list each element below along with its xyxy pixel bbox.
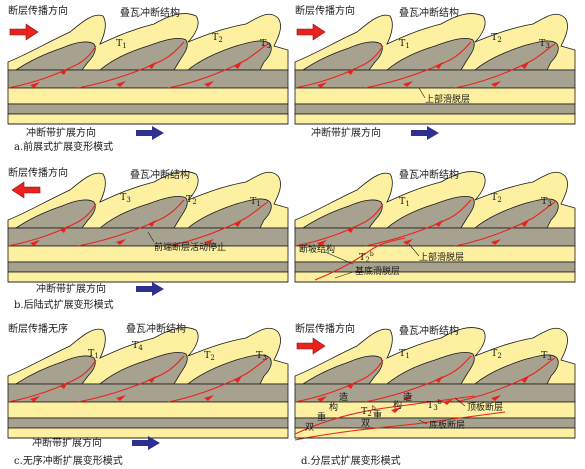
panel-upper-thrust-t1: T1 [399,38,410,50]
panel-a-thrust-t3: T3 [260,38,271,50]
panel-b-propagation-label: 断层传播方向 [8,166,68,179]
panel-upper-detachment: 断层传播方向 叠瓦冲断结构 T1 T2 T3 上部滑脱层 冲断带扩展方向 [294,4,576,140]
panel-a-thrust-t2: T2 [212,32,223,44]
panel-d-thrust-t3: T3 [541,350,552,362]
panel-upper-detachment-label: 上部滑脱层 [425,93,470,105]
panel-c-caption: c.无序冲断扩展变形模式 [14,454,123,467]
panel-a-thrust-t1: T1 [116,38,127,50]
panel-ramp-thrust-t1: T1 [399,196,410,208]
panel-ramp-structure-label: 叠瓦冲断结构 [399,168,459,181]
panel-ramp-thrust-t2: T2 [491,192,502,204]
panel-upper-extension-label: 冲断带扩展方向 [311,126,381,139]
left-arrow-red-icon [11,181,41,199]
panel-upper-sheets [294,13,576,71]
panel-b-annotation: 前端断层活动停止 [154,241,226,253]
panel-d-thrust-t2b: T2b [361,405,376,418]
panel-b-layers [7,227,289,283]
panel-c-sheets [7,327,289,385]
panel-d-thrust-t1: T1 [399,348,410,360]
panel-b-structure-label: 叠瓦冲断结构 [130,168,190,181]
panel-a-structure-label: 叠瓦冲断结构 [120,6,180,19]
panel-c-propagation-label: 断层传播无序 [8,322,68,335]
panel-c: 断层传播无序 叠瓦冲断结构 T1 T4 T2 T3 冲断带扩展方向 c.无序冲断… [7,322,289,467]
panel-d-roof-label: 顶板断层 [467,401,503,413]
panel-b-extension-label: 冲断带扩展方向 [36,282,106,295]
right-arrow-red-icon [9,23,39,41]
panel-d-duplex-char: 重 [317,411,326,423]
panel-c-thrust-t4: T4 [132,340,143,352]
panel-c-structure-label: 叠瓦冲断结构 [126,322,186,335]
panel-d-duplex-char: 双 [361,418,370,429]
panel-ramp-upper-detachment: 上部滑脱层 [419,251,464,263]
right-arrow-red-icon [296,337,326,355]
panel-d: 断层传播方向 叠瓦冲断结构 T1 T2 T3 T2b T3b 双 重 构 造 双… [294,322,576,467]
panel-ramp-basal-detachment: 基底滑脱层 [355,265,400,277]
panel-a-layers [7,69,289,125]
panel-d-duplex-char: 构 [329,401,338,413]
panel-c-extension-label: 冲断带扩展方向 [32,436,102,449]
panel-b-caption: b.后陆式扩展变形模式 [14,298,114,311]
panel-a-extension-label: 冲断带扩展方向 [26,126,96,139]
right-arrow-blue-icon [136,126,164,140]
panel-d-thrust-t2: T2 [491,348,502,360]
panel-b-thrust-t3: T3 [120,192,131,204]
panel-d-duplex-char: 双 [305,422,314,433]
panel-d-duplex-char: 构 [393,399,402,411]
right-arrow-blue-icon [411,126,439,140]
panel-c-thrust-t2: T2 [204,350,215,362]
panel-a-caption: a.前展式扩展变形模式 [14,140,113,153]
panel-d-duplex-char: 造 [339,391,348,403]
panel-ramp: 叠瓦冲断结构 T1 T2 T3 T2b 断坡结构 上部滑脱层 基底滑脱层 [294,168,576,283]
panel-a-sheets [7,13,289,71]
panel-d-propagation-label: 断层传播方向 [295,322,355,335]
panel-c-layers [7,383,289,439]
panel-ramp-thrust-t2b: T2b [359,251,374,264]
panel-c-thrust-t3: T3 [256,350,267,362]
panel-c-thrust-t1: T1 [88,348,99,360]
panel-upper-thrust-t2: T2 [491,32,502,44]
panel-d-structure-label: 叠瓦冲断结构 [399,324,459,337]
panel-a: 断层传播方向 叠瓦冲断结构 T1 T2 T3 冲断带扩展方向 a.前展式扩展变形… [7,4,289,153]
panel-ramp-ramp-label: 断坡结构 [299,243,335,255]
panel-b: 断层传播方向 叠瓦冲断结构 T3 T2 T1 前端断层活动停止 冲断带扩展方向 … [7,166,289,311]
panel-d-duplex-char: 重 [373,409,382,421]
panel-d-floor-label: 底板断层 [429,419,465,431]
panel-d-thrust-t3b: T3b [427,399,442,412]
panel-d-caption: d.分层式扩展变形模式 [301,454,401,467]
panel-upper-thrust-t3: T3 [539,38,550,50]
panel-ramp-thrust-t3: T3 [541,196,552,208]
panel-upper-structure-label: 叠瓦冲断结构 [399,6,459,19]
right-arrow-red-icon [296,23,326,41]
panel-upper-propagation-label: 断层传播方向 [295,4,355,17]
panel-d-duplex-char: 造 [403,391,412,403]
panel-a-propagation-label: 断层传播方向 [8,4,68,17]
right-arrow-blue-icon [136,282,164,296]
panel-b-thrust-t1: T1 [250,196,261,208]
panel-b-thrust-t2: T2 [186,194,197,206]
